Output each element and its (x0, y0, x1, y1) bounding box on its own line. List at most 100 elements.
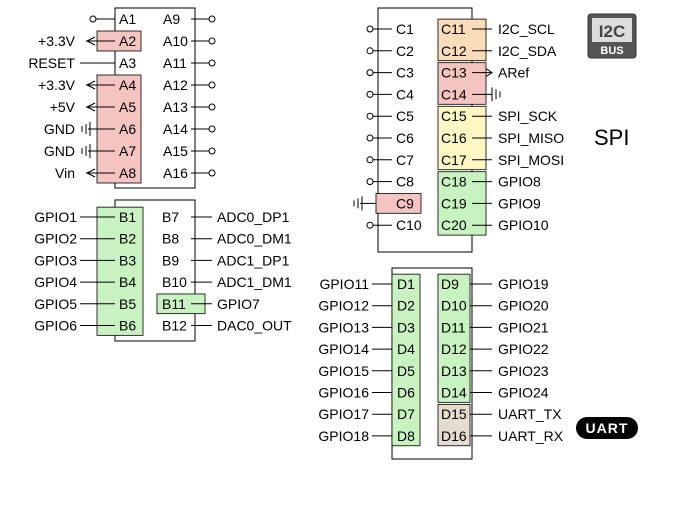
pin-number: D15 (441, 406, 467, 422)
pin-label: GPIO9 (498, 195, 541, 211)
pin-label: GPIO10 (498, 217, 549, 233)
terminal-circle-icon (208, 15, 216, 23)
pin-number: A7 (119, 143, 136, 159)
pin-c1: C1 (366, 21, 414, 37)
pin-number: B2 (119, 231, 136, 247)
pin-color-groups (96, 18, 487, 447)
pin-number: D11 (441, 319, 466, 335)
terminal-circle-icon (89, 15, 97, 23)
pin-a9: A9 (163, 11, 216, 27)
pin-number: C6 (396, 130, 414, 146)
pin-number: B11 (162, 296, 186, 312)
pin-label: GPIO11 (319, 276, 369, 292)
pin-c6: C6 (366, 130, 414, 146)
pin-a12: A12 (163, 77, 216, 93)
pin-d7: D7 GPIO17 (318, 406, 415, 422)
pin-label: GPIO4 (34, 274, 77, 290)
pin-a5: A5+5V (50, 99, 137, 115)
ground-icon (491, 87, 501, 102)
pin-number: B7 (162, 209, 179, 225)
pin-list: A1A2+3.3VA3RESETA4+3.3VA5+5VA6GNDA7GNDA8… (28, 11, 564, 444)
pin-number: D3 (397, 319, 415, 335)
terminal-circle-icon (208, 147, 216, 155)
terminal-circle-icon (208, 59, 216, 67)
pin-number: A3 (119, 55, 136, 71)
pin-label: ADC1_DP1 (217, 252, 290, 268)
pin-label: UART_RX (498, 428, 564, 444)
pin-c10: C10 (366, 217, 422, 233)
pin-number: D7 (397, 406, 415, 422)
pin-number: C18 (441, 174, 467, 190)
pin-number: A1 (119, 11, 136, 27)
pin-number: B3 (119, 252, 136, 268)
pin-c3: C3 (366, 65, 414, 81)
arrow-icon (485, 68, 493, 78)
pin-number: B8 (162, 231, 179, 247)
terminal-circle-icon (208, 37, 216, 45)
pin-group-c-right-5 (437, 105, 487, 171)
pin-label: GPIO23 (498, 363, 549, 379)
pin-c9: C9 (353, 195, 414, 211)
pin-number: A6 (119, 121, 136, 137)
pin-number: D8 (397, 428, 415, 444)
pin-number: A2 (119, 33, 136, 49)
pin-number: A12 (163, 77, 188, 93)
pin-label: SPI_MOSI (498, 152, 564, 168)
pin-number: A15 (163, 143, 188, 159)
pin-number: A4 (119, 77, 136, 93)
pin-number: D16 (441, 428, 467, 444)
pin-number: D14 (441, 385, 467, 401)
pin-a15: A15 (163, 143, 216, 159)
pin-number: B1 (119, 209, 136, 225)
pin-a11: A11 (163, 55, 216, 71)
pin-label: ADC0_DM1 (217, 231, 292, 247)
terminal-circle-icon (366, 178, 374, 186)
pin-number: B4 (119, 274, 136, 290)
pin-number: A11 (163, 55, 187, 71)
pin-number: C20 (441, 217, 467, 233)
pin-number: C4 (396, 86, 414, 102)
terminal-circle-icon (366, 221, 374, 229)
pin-number: A16 (163, 165, 188, 181)
pin-number: A9 (163, 11, 180, 27)
pin-label: I2C_SCL (498, 21, 555, 37)
pin-number: B10 (162, 274, 187, 290)
arrow-icon (85, 102, 96, 112)
pin-label: GPIO17 (318, 406, 369, 422)
pin-c8: C8 (366, 174, 414, 190)
pin-number: C14 (441, 86, 467, 102)
pin-label: +5V (50, 99, 76, 115)
pin-a7: A7 GND (44, 143, 136, 159)
terminal-circle-icon (366, 156, 374, 164)
pin-label: DAC0_OUT (217, 318, 292, 334)
i2c-logo-text: I2C (599, 22, 625, 41)
pin-number: D6 (397, 385, 415, 401)
terminal-circle-icon (208, 103, 216, 111)
pin-label: GPIO24 (498, 385, 549, 401)
pin-group-d-right-7 (437, 403, 471, 447)
pin-label: GPIO5 (34, 296, 77, 312)
pin-label: GPIO18 (318, 428, 369, 444)
pin-b8: B8 ADC0_DM1 (162, 231, 292, 247)
pin-label: GND (44, 143, 75, 159)
pin-label: GPIO22 (498, 341, 549, 357)
spi-label: SPI (594, 125, 629, 150)
pin-label: Vin (55, 165, 75, 181)
